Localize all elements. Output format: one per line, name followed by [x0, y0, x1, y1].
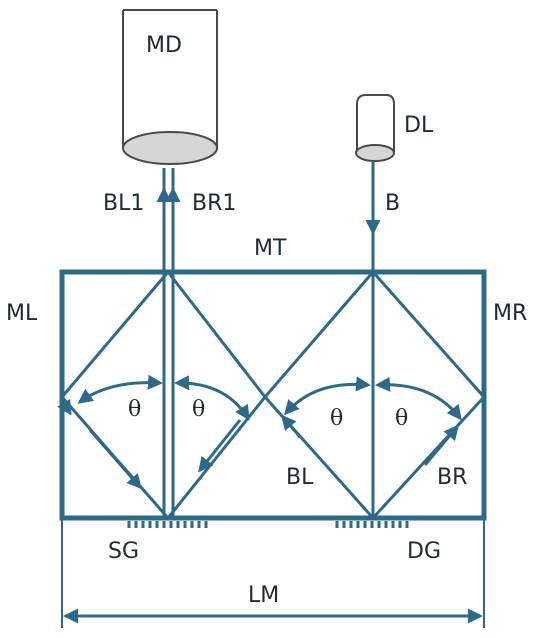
laser-cylinder	[355, 94, 395, 162]
angle-arc-sg-left	[77, 374, 163, 404]
laser-aperture	[355, 144, 395, 162]
detector-label: MD	[146, 33, 182, 58]
left-beam-label: BL	[286, 465, 314, 490]
angle-arc-dg-left	[284, 376, 371, 416]
detector-cylinder	[122, 9, 218, 165]
beam-arrow-bl	[281, 414, 302, 438]
input-beam-label: B	[385, 191, 400, 216]
angle-arc-dg-right	[375, 376, 462, 421]
output-right-label: BR1	[192, 191, 236, 216]
beam-arrow-sg-left	[88, 429, 142, 490]
top-mirror-label: MT	[254, 236, 287, 261]
dg-right-beam-path	[371, 271, 487, 520]
laser-label: DL	[404, 113, 434, 138]
right-beam-label: BR	[437, 465, 467, 490]
angle-label-4: θ	[395, 406, 408, 431]
angle-label-2: θ	[192, 397, 205, 422]
dg-left-beam-path	[263, 271, 375, 519]
left-mirror-label: ML	[6, 301, 38, 326]
sg-right-beam-path	[166, 271, 267, 519]
angle-label-1: θ	[128, 397, 141, 422]
source-grating	[127, 521, 208, 528]
dimension-label: LM	[248, 583, 279, 608]
mirror-frame	[59, 269, 487, 521]
right-mirror-label: MR	[493, 301, 527, 326]
beam-arrow-br	[423, 424, 459, 466]
angle-arc-sg-right	[174, 375, 250, 421]
angle-label-3: θ	[330, 406, 343, 431]
detector-lens	[122, 131, 218, 165]
output-left-label: BL1	[103, 191, 144, 216]
source-grating-label: SG	[108, 539, 139, 564]
beam-arrow-ml	[57, 398, 72, 416]
detector-grating-label: DG	[407, 539, 441, 564]
detector-grating	[335, 521, 409, 528]
beam-arrow-sg-right	[198, 419, 242, 473]
sg-left-beam-path	[60, 271, 170, 519]
